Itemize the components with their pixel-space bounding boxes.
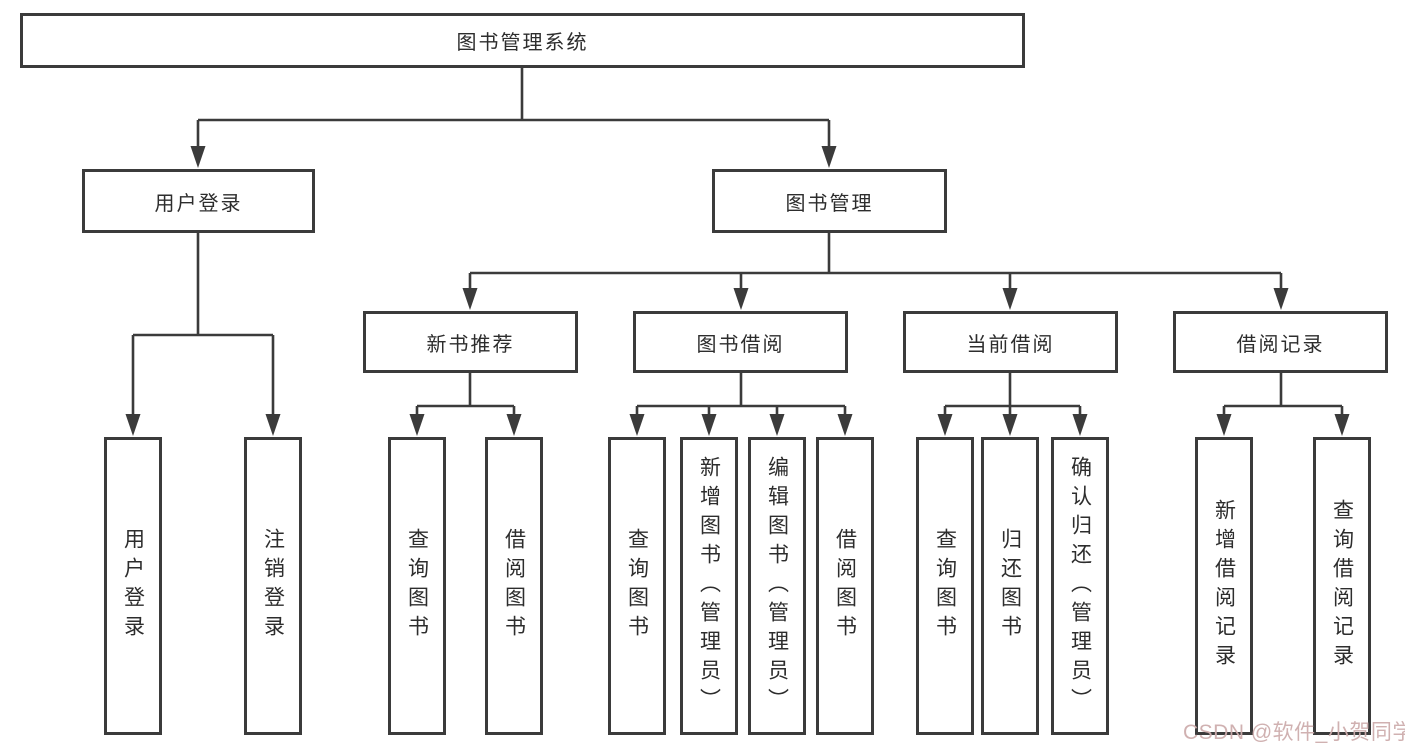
node-new-book-recommend-label: 新书推荐	[426, 333, 515, 356]
node-user-login: 用户登录	[82, 169, 315, 233]
leaf-borrow-borrow-books: 借阅图书	[816, 437, 874, 735]
leaf-current-return-books: 归还图书	[981, 437, 1039, 735]
leaf-user-login-label: 用户登录	[121, 528, 145, 644]
csdn-watermark: CSDN @软件_小贺同学	[1183, 721, 1405, 744]
leaf-borrow-query-books-label: 查询图书	[625, 528, 649, 644]
leaf-newbook-borrow-books: 借阅图书	[485, 437, 543, 735]
leaf-current-return-books-label: 归还图书	[998, 528, 1022, 644]
leaf-borrow-add-books-admin-label: 新增图书（管理员）	[697, 455, 721, 717]
node-user-login-label: 用户登录	[154, 192, 243, 215]
node-new-book-recommend: 新书推荐	[363, 311, 578, 373]
leaf-borrow-edit-books-admin: 编辑图书（管理员）	[748, 437, 806, 735]
node-root: 图书管理系统	[20, 13, 1025, 68]
leaf-current-query-books: 查询图书	[916, 437, 974, 735]
leaf-logout-label: 注销登录	[261, 528, 285, 644]
node-borrow-records-label: 借阅记录	[1236, 333, 1325, 356]
node-current-borrow-label: 当前借阅	[966, 333, 1055, 356]
arrowheads	[125, 146, 1350, 436]
leaf-borrow-edit-books-admin-label: 编辑图书（管理员）	[765, 455, 789, 717]
leaf-borrow-add-books-admin: 新增图书（管理员）	[680, 437, 738, 735]
node-book-borrow: 图书借阅	[633, 311, 848, 373]
leaf-logout: 注销登录	[244, 437, 302, 735]
leaf-current-query-books-label: 查询图书	[933, 528, 957, 644]
leaf-borrow-query-books: 查询图书	[608, 437, 666, 735]
node-root-label: 图书管理系统	[456, 32, 589, 54]
node-book-management-label: 图书管理	[785, 192, 874, 215]
leaf-newbook-query-books-label: 查询图书	[405, 528, 429, 644]
node-current-borrow: 当前借阅	[903, 311, 1118, 373]
node-book-borrow-label: 图书借阅	[696, 333, 785, 356]
leaf-records-query-record-label: 查询借阅记录	[1330, 499, 1354, 673]
leaf-records-add-record: 新增借阅记录	[1195, 437, 1253, 735]
leaf-user-login: 用户登录	[104, 437, 162, 735]
leaf-current-confirm-return-admin-label: 确认归还（管理员）	[1068, 455, 1092, 717]
node-book-management: 图书管理	[712, 169, 947, 233]
leaf-newbook-borrow-books-label: 借阅图书	[502, 528, 526, 644]
leaf-records-query-record: 查询借阅记录	[1313, 437, 1371, 735]
leaf-newbook-query-books: 查询图书	[388, 437, 446, 735]
leaf-records-add-record-label: 新增借阅记录	[1212, 499, 1236, 673]
leaf-current-confirm-return-admin: 确认归还（管理员）	[1051, 437, 1109, 735]
leaf-borrow-borrow-books-label: 借阅图书	[833, 528, 857, 644]
node-borrow-records: 借阅记录	[1173, 311, 1388, 373]
